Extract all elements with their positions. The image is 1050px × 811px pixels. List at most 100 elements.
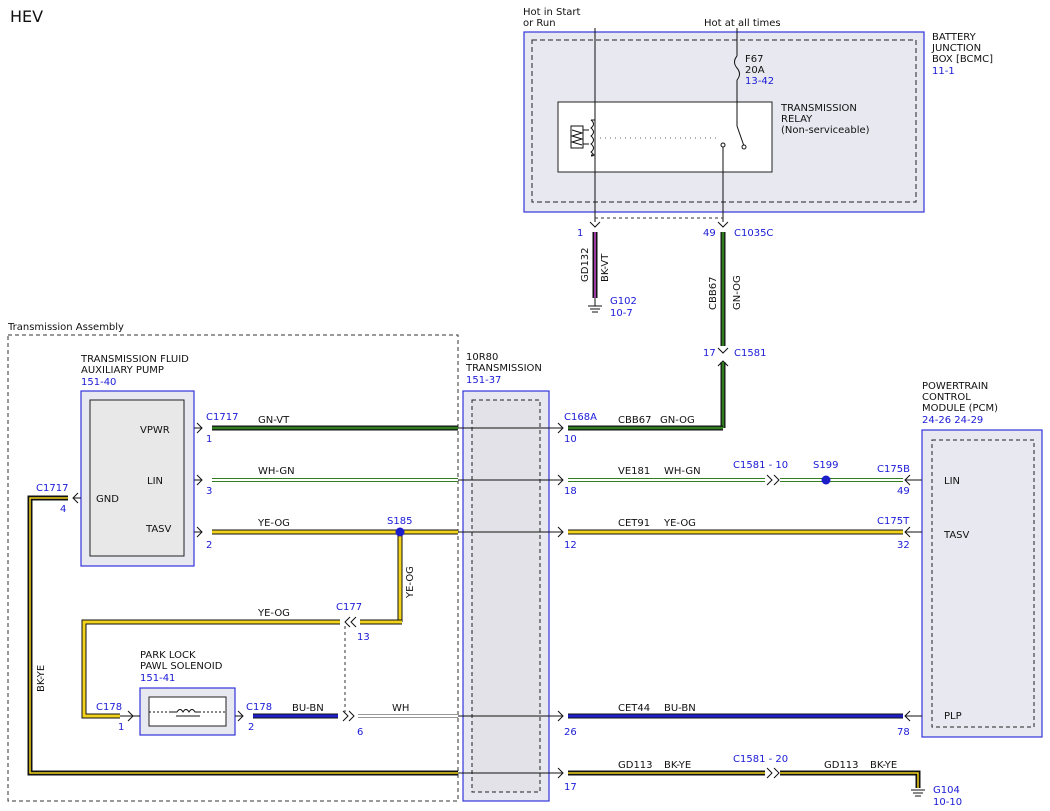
c1581-connector: C1581 — [734, 348, 766, 359]
c168a-pin-12: 12 — [564, 540, 577, 551]
c1581-20: C1581 - 20 — [733, 754, 788, 765]
pump-pin-tasv: TASV — [145, 524, 172, 535]
wire-label-bu-bn: BU-BN — [292, 703, 324, 714]
c1717-pin-2: 2 — [206, 540, 212, 551]
relay-name-1: TRANSMISSION — [780, 103, 857, 114]
c178-right-connector: C178 — [246, 702, 272, 713]
wire-bk-ye — [29, 497, 458, 774]
transmission-assembly-label: Transmission Assembly — [7, 322, 124, 333]
bjb-name-2: JUNCTION — [931, 43, 981, 54]
wire-label-bu-bn-right: BU-BN — [664, 703, 696, 714]
c168a-connector: C168A — [564, 412, 597, 423]
transmission-ref: 151-37 — [466, 375, 501, 386]
wire-label-ye-og: YE-OG — [257, 518, 290, 529]
circuit-ve181: VE181 — [618, 466, 650, 477]
c1717-gnd-connector: C1717 — [36, 483, 68, 494]
bjb-ref: 11-1 — [932, 66, 955, 77]
pcm-pin-78: 78 — [897, 727, 910, 738]
hot-all-times-label: Hot at all times — [704, 18, 781, 29]
solenoid-coil-icon — [171, 709, 201, 717]
circuit-cet44: CET44 — [618, 703, 650, 714]
pcm-ref: 24-26 24-29 — [922, 415, 983, 426]
circuit-gd113-left: GD113 — [618, 760, 653, 771]
circuit-gd132: GD132 — [580, 247, 591, 282]
c168a-pin-10: 10 — [564, 434, 577, 445]
c175t-connector: C175T — [877, 516, 910, 527]
wire-color-gn-og-vertical: GN-OG — [732, 275, 743, 310]
c177-pin-6: 6 — [357, 727, 363, 738]
c175b-connector: C175B — [877, 464, 910, 475]
ground-g102: G102 — [610, 296, 637, 307]
c1717-pin-3: 3 — [206, 486, 212, 497]
ground-g102-ref: 10-7 — [610, 308, 633, 319]
c1035c-pin-49-arrow — [717, 221, 729, 228]
aux-pump-name-1: TRANSMISSION FLUID — [80, 354, 189, 365]
wire-label-bk-ye-right: BK-YE — [664, 760, 691, 771]
c1717-connector: C1717 — [206, 412, 238, 423]
wire-label-ye-og-right: YE-OG — [663, 518, 696, 529]
fuse-symbol — [734, 55, 740, 81]
pcm-name-2: CONTROL — [922, 392, 971, 403]
hot-start-run-label: Hot in Start — [523, 7, 581, 18]
wire-label-gn-vt: GN-VT — [258, 415, 290, 426]
splice-s199-label: S199 — [813, 460, 838, 471]
circuit-gd113-right: GD113 — [824, 760, 859, 771]
wire-label-bk-ye: BK-YE — [36, 665, 47, 692]
wire-label-ye-og-loop: YE-OG — [257, 608, 290, 619]
wire-label-gn-og: GN-OG — [660, 415, 695, 426]
c168a-pin-26: 26 — [564, 727, 577, 738]
c168a-pin-18: 18 — [564, 486, 577, 497]
fuse-name: F67 — [745, 54, 763, 65]
circuit-cbb67-vertical: CBB67 — [708, 277, 719, 310]
aux-pump-ref: 151-40 — [81, 377, 116, 388]
relay-switch — [736, 125, 745, 147]
fuse-rating: 20A — [745, 65, 765, 76]
circuit-cbb67: CBB67 — [618, 415, 651, 426]
transmission-name-2: TRANSMISSION — [465, 363, 542, 374]
c1035c-pin-49: 49 — [703, 228, 716, 239]
aux-pump-name-2: AUXILIARY PUMP — [81, 365, 164, 376]
ground-g102-icon — [588, 298, 602, 313]
relay-name-3: (Non-serviceable) — [781, 125, 870, 136]
battery-junction-box — [523, 31, 925, 213]
pcm-pin-plp: PLP — [944, 711, 962, 722]
c178-pin-1: 1 — [118, 722, 124, 733]
c1717-pin-1: 1 — [206, 434, 212, 445]
splice-s185 — [395, 527, 405, 537]
circuit-cet91: CET91 — [618, 518, 650, 529]
c1035c-connector: C1035C — [734, 228, 773, 239]
ground-g104-ref: 10-10 — [933, 797, 962, 808]
wire-label-bk-ye-far: BK-YE — [870, 760, 897, 771]
wire-label-s185-down: YE-OG — [405, 566, 416, 599]
wire-color-bk-vt: BK-VT — [600, 253, 611, 282]
pcm-name-3: MODULE (PCM) — [922, 403, 998, 414]
pcm-name-1: POWERTRAIN — [922, 381, 988, 392]
wire-label-wh-gn: WH-GN — [258, 466, 295, 477]
c178-left-connector: C178 — [96, 702, 122, 713]
bjb-name-3: BOX [BCMC] — [932, 54, 993, 65]
c1581-10-arrow — [766, 474, 780, 486]
wire-ye-og-loop — [82, 620, 340, 718]
park-lock-ref: 151-41 — [140, 673, 175, 684]
c1581-pin-17: 17 — [703, 348, 716, 359]
c1035c-pin-1: 1 — [577, 228, 583, 239]
wire-label-wh: WH — [392, 703, 409, 714]
relay-name-2: RELAY — [781, 114, 813, 125]
c1581-20-arrow — [766, 767, 780, 779]
hot-start-run-label-2: or Run — [523, 18, 556, 29]
c168a-pin-17: 17 — [564, 782, 577, 793]
c178-pin-2: 2 — [248, 722, 254, 733]
transmission-assembly-box — [7, 334, 459, 802]
c1717-pin-4: 4 — [60, 504, 66, 515]
c1581-arrow — [717, 347, 729, 367]
wire-label-wh-gn-right: WH-GN — [664, 466, 701, 477]
ground-g104: G104 — [933, 785, 960, 796]
pump-pin-lin: LIN — [147, 476, 163, 487]
c177-pin-13: 13 — [357, 632, 370, 643]
ground-g104-icon — [911, 789, 925, 797]
c1581-10: C1581 - 10 — [733, 460, 788, 471]
transmission-name-1: 10R80 — [466, 352, 498, 363]
bjb-name-1: BATTERY — [932, 32, 977, 43]
splice-s185-label: S185 — [387, 516, 412, 527]
park-lock-name-1: PARK LOCK — [140, 650, 196, 661]
